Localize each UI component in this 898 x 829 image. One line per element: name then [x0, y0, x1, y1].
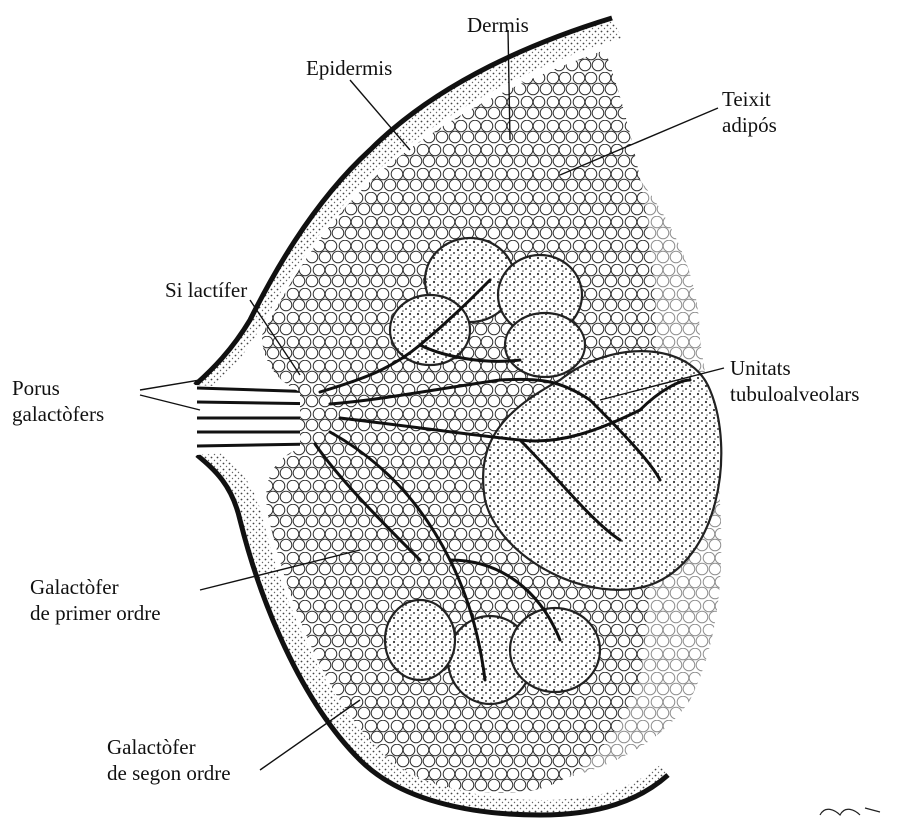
label-unitats-tubuloalveolars: Unitats tubuloalveolars: [730, 355, 859, 407]
label-teixit-line1: Teixit: [722, 86, 777, 112]
label-unitats-line1: Unitats: [730, 355, 859, 381]
label-teixit-adipos: Teixit adipós: [722, 86, 777, 138]
label-galact2-line2: de segon ordre: [107, 760, 231, 786]
label-porus-line2: galactòfers: [12, 401, 104, 427]
label-galactofer-primer: Galactòfer de primer ordre: [30, 574, 161, 626]
label-galactofer-segon: Galactòfer de segon ordre: [107, 734, 231, 786]
label-porus-galactofers: Porus galactòfers: [12, 375, 104, 427]
label-galact1-line2: de primer ordre: [30, 600, 161, 626]
label-porus-line1: Porus: [12, 375, 104, 401]
label-dermis: Dermis: [467, 12, 529, 38]
label-si-lactifer: Si lactífer: [165, 277, 247, 303]
label-unitats-line2: tubuloalveolars: [730, 381, 859, 407]
label-galact1-line1: Galactòfer: [30, 574, 161, 600]
label-teixit-line2: adipós: [722, 112, 777, 138]
artist-signature: [820, 808, 880, 815]
label-epidermis: Epidermis: [306, 55, 392, 81]
label-galact2-line1: Galactòfer: [107, 734, 231, 760]
